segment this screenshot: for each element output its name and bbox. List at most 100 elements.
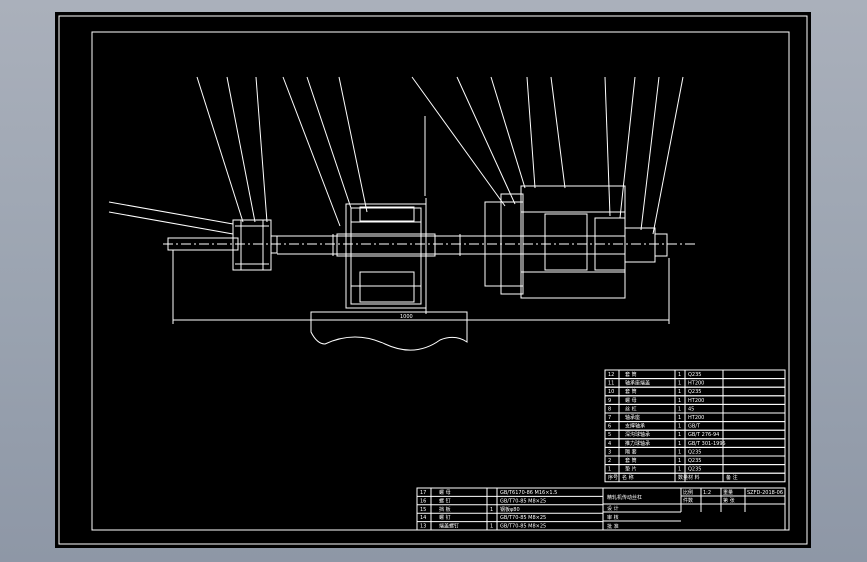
part-material: Q235 — [688, 458, 701, 464]
part-material: Q235 — [688, 372, 701, 378]
parts-row: 10 套 筒 1 Q235 — [604, 386, 786, 397]
parts-row: 1 垫 片 1 Q235 — [604, 464, 786, 474]
part-number: 5 — [608, 432, 611, 438]
part-number: 11 — [608, 381, 614, 387]
part-name: 轴承座 — [625, 414, 640, 421]
parts-row: 11 轴承座端盖 1 HT200 — [604, 378, 786, 388]
parts-header-cell: 材 料 — [688, 474, 700, 481]
title-row-qty: 1 — [490, 507, 493, 513]
bearing-housing — [484, 185, 668, 299]
leader-lines — [108, 76, 684, 235]
nut-assembly — [336, 198, 436, 314]
part-name: 隔 套 — [625, 448, 637, 455]
title-row-standard: 钢板φ80 — [500, 506, 520, 513]
left-shaft-end — [167, 219, 278, 271]
parts-header-cell: 名 称 — [622, 474, 634, 481]
parts-row: 12 套 筒 1 Q235 — [604, 369, 786, 380]
parts-header: 序号名 称 数量材 料 备 注 — [604, 472, 786, 483]
title-row-qty: 1 — [490, 524, 493, 530]
part-number: 10 — [608, 389, 614, 395]
part-material: Q235 — [688, 449, 701, 455]
title-row-standard: GB/T70-85 M8×25 — [500, 524, 546, 530]
part-number: 4 — [608, 441, 611, 447]
part-number: 8 — [608, 406, 611, 412]
drawing-title: 精轧机传动丝杠 — [607, 494, 642, 501]
title-row-number: 16 — [420, 498, 426, 504]
title-block-row: 16 螺 钉 GB/T70-85 M8×25 — [417, 496, 603, 506]
dimension-1000: 1000 — [172, 250, 670, 324]
part-number: 9 — [608, 398, 611, 404]
title-row-name: 螺 钉 — [439, 497, 451, 504]
part-material: HT200 — [688, 398, 704, 404]
title-row-number: 17 — [420, 490, 426, 496]
title-block-row: 13 端盖螺钉 1 GB/T70-85 M8×25 — [417, 521, 603, 531]
check-label: 审 核 — [607, 514, 619, 521]
part-qty: 1 — [678, 424, 681, 430]
part-material: GB/T — [688, 424, 701, 430]
part-qty: 1 — [678, 467, 681, 473]
part-material: 45 — [688, 406, 694, 412]
parts-header-cell: 数量 — [678, 474, 688, 481]
part-name: 螺 母 — [625, 397, 637, 404]
part-number: 7 — [608, 415, 611, 421]
part-material: GB/T 276-94 — [688, 432, 719, 438]
approve-label: 批 准 — [607, 523, 619, 530]
part-number: 12 — [608, 372, 614, 378]
parts-row: 9 螺 母 1 HT200 — [604, 395, 786, 405]
title-row-standard: GB/T70-85 M8×25 — [500, 498, 546, 504]
title-row-number: 14 — [420, 515, 426, 521]
part-number: 1 — [608, 467, 611, 473]
title-row-number: 13 — [420, 524, 426, 530]
title-row-name: 挡 板 — [439, 506, 451, 513]
title-block-row: 15 挡 板 1 钢板φ80 — [417, 504, 603, 514]
parts-row: 5 深沟球轴承 1 GB/T 276-94 — [604, 429, 786, 440]
inner-border — [91, 31, 790, 531]
part-name: 深沟球轴承 — [625, 431, 650, 438]
parts-row: 4 推力球轴承 1 GB/T 301-1995 — [604, 438, 786, 448]
part-qty: 1 — [678, 415, 681, 421]
weight-label: 重量 — [723, 489, 733, 496]
part-material: HT200 — [688, 381, 704, 387]
title-row-number: 15 — [420, 507, 426, 513]
sheet-label: 第 张 — [723, 497, 735, 504]
design-label: 设 计 — [607, 505, 619, 512]
part-qty: 1 — [678, 406, 681, 412]
drawing-number: SZFD-2018-06 — [747, 490, 783, 496]
part-number: 6 — [608, 424, 611, 430]
part-number: 3 — [608, 449, 611, 455]
part-qty: 1 — [678, 432, 681, 438]
part-name: 丝 杠 — [625, 405, 637, 412]
outer-border — [58, 15, 808, 545]
part-qty: 1 — [678, 449, 681, 455]
title-row-name: 端盖螺钉 — [439, 523, 459, 530]
part-material: GB/T 301-1995 — [688, 441, 726, 447]
parts-header-cell: 序号 — [608, 474, 618, 481]
parts-row: 3 隔 套 1 Q235 — [604, 446, 786, 457]
part-qty: 1 — [678, 398, 681, 404]
title-row-name: 螺 母 — [439, 489, 451, 496]
title-row-name: 螺 钉 — [439, 514, 451, 521]
part-qty: 1 — [678, 372, 681, 378]
part-name: 垫 片 — [625, 466, 637, 473]
worktable — [310, 311, 468, 351]
part-material: Q235 — [688, 467, 701, 473]
part-name: 轴承座端盖 — [625, 380, 650, 387]
part-qty: 1 — [678, 441, 681, 447]
part-qty: 1 — [678, 381, 681, 387]
part-name: 套 筒 — [625, 388, 637, 395]
part-name: 支撑轴承 — [625, 423, 645, 430]
scale-value: 1:2 — [703, 490, 711, 496]
part-material: Q235 — [688, 389, 701, 395]
part-name: 套 筒 — [625, 371, 637, 378]
part-name: 推力球轴承 — [625, 440, 650, 447]
part-qty: 1 — [678, 389, 681, 395]
qty-label: 件数 — [683, 497, 693, 504]
parts-header-cell: 备 注 — [726, 474, 738, 481]
